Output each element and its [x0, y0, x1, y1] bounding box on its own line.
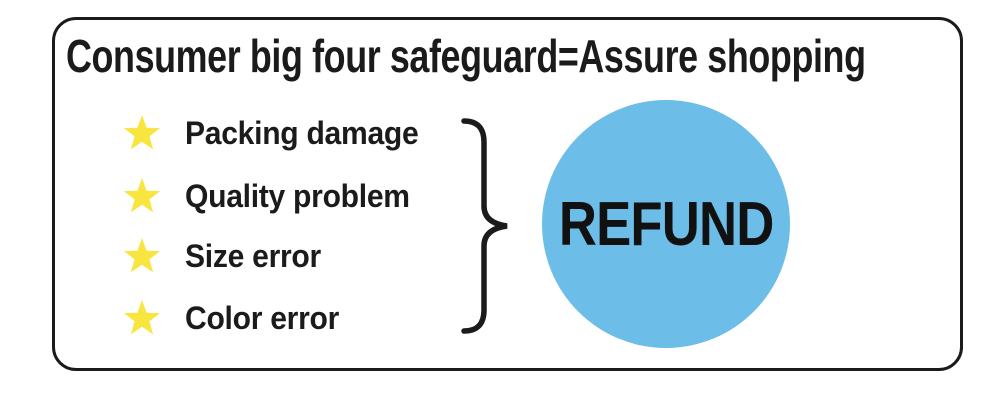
banner-frame — [52, 17, 963, 371]
refund-label: REFUND — [558, 189, 774, 259]
guarantee-item: Color error — [123, 298, 349, 338]
star-icon — [123, 178, 161, 213]
guarantee-item-label: Color error — [185, 299, 340, 336]
guarantee-item: Packing damage — [123, 113, 433, 153]
star-icon — [123, 238, 161, 273]
star-icon — [123, 300, 161, 335]
guarantee-item-label: Size error — [185, 237, 321, 274]
curly-brace-icon — [461, 118, 508, 334]
guarantee-item: Size error — [123, 236, 330, 276]
guarantee-item-label: Packing damage — [185, 114, 419, 151]
guarantee-item-label: Quality problem — [185, 177, 410, 214]
guarantee-item: Quality problem — [123, 176, 424, 216]
banner-title: Consumer big four safeguard=Assure shopp… — [66, 30, 866, 82]
star-icon — [123, 115, 161, 150]
refund-badge: REFUND — [542, 100, 790, 348]
